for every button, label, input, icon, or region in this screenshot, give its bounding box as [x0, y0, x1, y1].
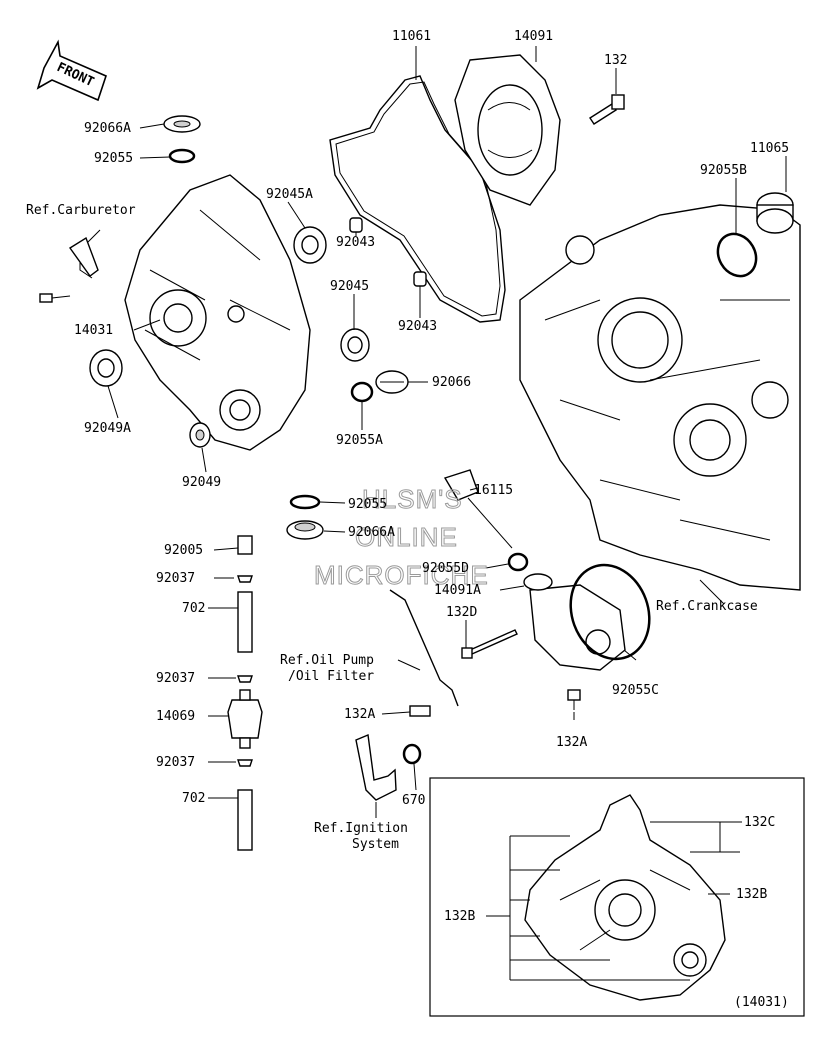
label-92043-b: 92043 — [398, 319, 437, 334]
reference-labels: Ref.Carburetor Ref.Crankcase Ref.Oil Pum… — [26, 203, 758, 852]
ref-oil-pump: Ref.Oil Pump — [280, 653, 374, 668]
label-132A-right: 132A — [556, 735, 587, 750]
label-92049: 92049 — [182, 475, 221, 490]
cap-92066A-mid — [286, 520, 324, 540]
label-92043-a: 92043 — [336, 235, 375, 250]
label-14091: 14091 — [514, 29, 553, 44]
ref-ignition-system: System — [352, 837, 399, 852]
label-16115: 16115 — [474, 483, 513, 498]
label-702-b: 702 — [182, 791, 205, 806]
seal-92066A-top — [163, 115, 201, 133]
oring-92055-mid — [289, 494, 321, 510]
sensor-ignition — [355, 734, 397, 801]
watermark-line-3: MICROFICHE — [314, 560, 489, 590]
crankcase-drawing — [519, 204, 801, 591]
label-132-top: 132 — [604, 53, 627, 68]
label-92055: 92055 — [94, 151, 133, 166]
label-14069: 14069 — [156, 709, 195, 724]
ref-carburetor: Ref.Carburetor — [26, 203, 136, 218]
watermark-line-1: HLSM'S — [362, 484, 463, 514]
label-11065: 11065 — [750, 141, 789, 156]
oring-92055D — [507, 552, 529, 572]
label-132D: 132D — [446, 605, 477, 620]
label-132B-left: 132B — [444, 909, 475, 924]
label-92055A: 92055A — [336, 433, 383, 448]
front-arrow-icon: FRONT — [36, 39, 107, 102]
label-92049A: 92049A — [84, 421, 131, 436]
label-92055B: 92055B — [700, 163, 747, 178]
oring-92055A — [350, 381, 374, 403]
inset-box — [429, 777, 805, 1017]
watermark: HLSM'S ONLINE MICROFICHE — [314, 484, 489, 591]
ref-ignition: Ref.Ignition — [314, 821, 408, 836]
watermark-line-2: ONLINE — [355, 522, 458, 552]
hose-assembly — [227, 535, 263, 851]
cover-14031 — [124, 174, 311, 451]
seal-92049 — [189, 422, 211, 448]
oring-92055C — [569, 563, 651, 661]
label-92066: 92066 — [432, 375, 471, 390]
part-labels: 11061 14091 132 92066A 92055 11065 92055… — [74, 29, 789, 1010]
bolt-132D — [461, 629, 518, 659]
label-14031: 14031 — [74, 323, 113, 338]
label-132B-right: 132B — [736, 887, 767, 902]
label-14091A: 14091A — [434, 583, 481, 598]
label-132A-left: 132A — [344, 707, 375, 722]
label-11061: 11061 — [392, 29, 431, 44]
label-92037-c: 92037 — [156, 755, 195, 770]
label-14031-inset: (14031) — [734, 995, 789, 1010]
label-92037-a: 92037 — [156, 571, 195, 586]
gasket-11061 — [329, 75, 506, 323]
oring-92055-top — [168, 148, 196, 164]
label-670: 670 — [402, 793, 425, 808]
bearing-92045A — [293, 226, 327, 264]
label-92037-b: 92037 — [156, 671, 195, 686]
label-92045A: 92045A — [266, 187, 313, 202]
ref-oil-filter: /Oil Filter — [288, 669, 374, 684]
bolt-132-top — [589, 94, 625, 125]
label-92066A: 92066A — [84, 121, 131, 136]
label-132C: 132C — [744, 815, 775, 830]
plate-14091 — [454, 54, 561, 206]
label-92055-mid: 92055 — [348, 497, 387, 512]
label-702-a: 702 — [182, 601, 205, 616]
bracket-carburetor — [39, 236, 99, 303]
label-92066A-mid: 92066A — [348, 525, 395, 540]
dipstick-16115 — [443, 469, 513, 549]
oring-92055B — [716, 232, 758, 278]
seal-92049A — [89, 349, 123, 387]
label-92055C: 92055C — [612, 683, 659, 698]
oring-670 — [402, 743, 422, 765]
pin-92043-b — [413, 271, 427, 287]
label-92005: 92005 — [164, 543, 203, 558]
cover-14091A — [523, 573, 626, 671]
ref-crankcase: Ref.Crankcase — [656, 599, 758, 614]
bearing-92045 — [340, 328, 370, 362]
bolt-132A-left — [409, 705, 431, 717]
label-92055D: 92055D — [422, 561, 469, 576]
leader-lines — [51, 46, 787, 823]
label-92045: 92045 — [330, 279, 369, 294]
pin-92043-a — [349, 217, 363, 233]
bolt-132A-right — [567, 689, 581, 710]
oil-pipe — [389, 589, 459, 707]
cap-92066 — [375, 370, 409, 394]
plug-11065 — [756, 192, 794, 234]
